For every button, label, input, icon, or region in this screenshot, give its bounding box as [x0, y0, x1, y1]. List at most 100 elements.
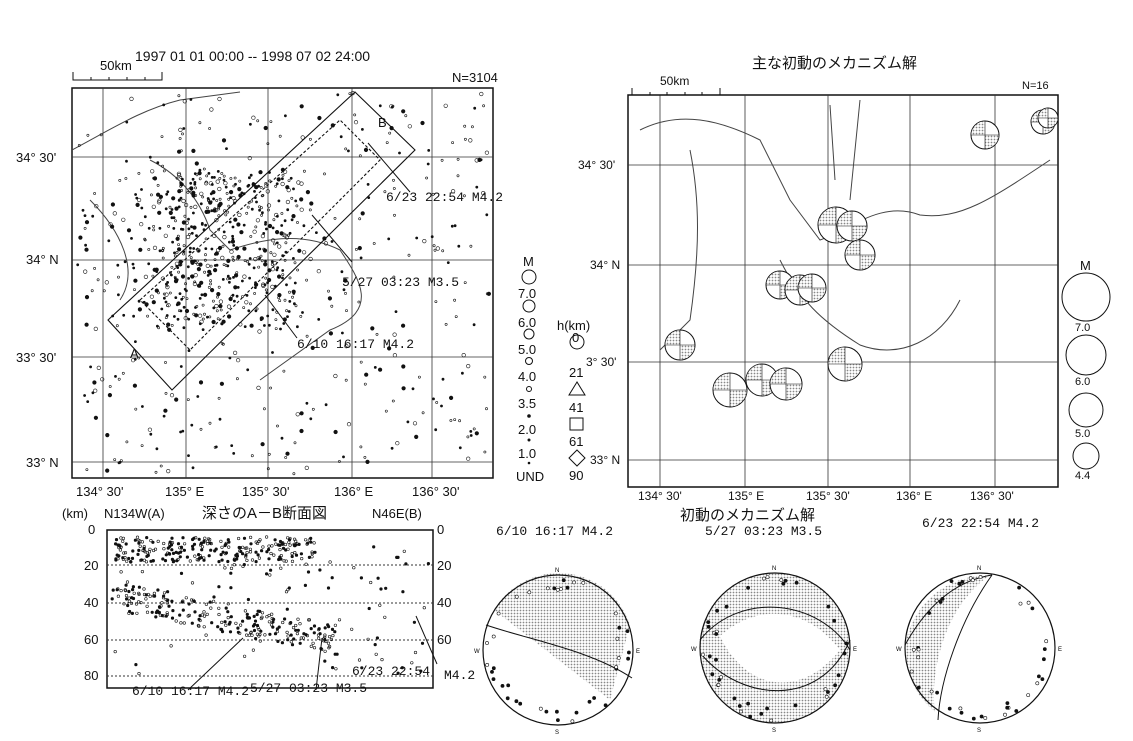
polarity-mark [748, 714, 753, 719]
polarity-mark [616, 656, 621, 660]
epicenter-mark [259, 185, 263, 189]
epicenter-mark [280, 224, 284, 227]
epicenter-mark [291, 256, 295, 260]
lon-label: 135° E [165, 484, 205, 499]
polarity-mark [545, 586, 550, 591]
hypocenter-mark [326, 641, 331, 645]
hypocenter-mark [170, 599, 174, 603]
epicenter-mark [353, 120, 359, 125]
epicenter-mark [231, 255, 235, 259]
epicenter-mark [357, 246, 362, 251]
epicenter-mark [191, 211, 195, 215]
hypocenter-mark [119, 536, 123, 540]
hypocenter-mark [162, 541, 166, 546]
epicenter-mark [404, 114, 408, 118]
epicenter-mark [113, 458, 117, 462]
hypocenter-mark [360, 666, 364, 670]
hypocenter-mark [167, 604, 171, 608]
epicenter-mark [174, 261, 179, 266]
epicenter-mark [202, 228, 206, 232]
epicenter-mark [76, 263, 80, 267]
hypocenter-mark [297, 542, 301, 547]
epicenter-mark [177, 198, 181, 202]
epicenter-mark [260, 442, 265, 447]
hypocenter-mark [117, 543, 121, 547]
hypocenter-mark [275, 627, 280, 631]
epicenter-mark [233, 176, 237, 180]
epicenter-mark [285, 451, 290, 456]
polarity-mark [614, 665, 619, 669]
hypocenter-mark [309, 536, 313, 541]
epicenter-mark [199, 191, 204, 196]
epicenter-mark [333, 216, 337, 220]
epicenter-mark [142, 300, 146, 304]
hypocenter-mark [144, 597, 148, 601]
epicenter-mark [198, 380, 204, 385]
hypocenter-mark [330, 627, 335, 632]
epicenter-mark [192, 281, 197, 287]
epicenter-mark [242, 192, 246, 196]
epicenter-mark [156, 200, 162, 205]
epicenter-mark [158, 249, 162, 253]
left-map-scale: 50km [100, 58, 132, 73]
hypocenter-mark [239, 623, 243, 627]
epicenter-mark [305, 401, 309, 405]
epicenter-mark [276, 177, 281, 182]
hypocenter-mark [229, 566, 234, 571]
epicenter-mark [388, 131, 392, 135]
polarity-mark [505, 696, 510, 701]
hypocenter-mark [281, 620, 285, 625]
epicenter-mark [206, 273, 210, 277]
hypocenter-mark [184, 596, 188, 600]
polarity-mark [717, 678, 722, 682]
compass-n: N [772, 566, 776, 572]
hypocenter-mark [243, 609, 247, 613]
epicenter-mark [269, 386, 273, 390]
epicenter-mark [227, 314, 232, 319]
epicenter-mark [378, 367, 383, 372]
polarity-mark [701, 652, 705, 657]
xsec-annotation: 6/10 16:17 M4.2 [132, 684, 250, 699]
polarity-mark [832, 618, 837, 623]
epicenter-mark [263, 283, 267, 287]
epicenter-mark [275, 241, 279, 245]
hypocenter-mark [139, 558, 143, 562]
epicenter-mark [281, 173, 285, 177]
epicenter-mark [431, 192, 435, 196]
epicenter-mark [267, 277, 272, 283]
epicenter-mark [150, 169, 155, 174]
epicenter-mark [259, 254, 263, 258]
epicenter-mark [288, 290, 291, 294]
hypocenter-mark [166, 598, 170, 602]
hypocenter-mark [122, 551, 126, 555]
hypocenter-mark [145, 535, 149, 540]
hypocenter-mark [249, 542, 253, 546]
epicenter-mark [226, 210, 230, 214]
epicenter-mark [457, 244, 461, 248]
hypocenter-mark [267, 620, 272, 624]
hypocenter-mark [278, 547, 282, 552]
epicenter-mark [89, 365, 93, 369]
lon-label: 136° 30' [970, 489, 1014, 503]
epicenter-mark [295, 412, 300, 417]
epicenter-mark [472, 427, 476, 431]
hypocenter-mark [286, 547, 290, 551]
epicenter-mark [198, 121, 202, 125]
hypocenter-mark [209, 541, 213, 546]
epicenter-mark [107, 393, 112, 398]
epicenter-mark [299, 104, 304, 109]
epicenter-mark [92, 380, 97, 385]
epicenter-mark [308, 256, 313, 262]
hypocenter-mark [282, 559, 286, 563]
hypocenter-mark [312, 541, 316, 545]
epicenter-mark [392, 187, 396, 190]
epicenter-mark [227, 197, 231, 201]
epicenter-mark [217, 396, 221, 400]
epicenter-mark [189, 205, 193, 209]
epicenter-mark [264, 181, 268, 185]
epicenter-mark [263, 125, 268, 131]
epicenter-mark [285, 309, 289, 313]
epicenter-mark [213, 268, 218, 273]
epicenter-mark [276, 266, 280, 270]
epicenter-mark [203, 312, 206, 316]
